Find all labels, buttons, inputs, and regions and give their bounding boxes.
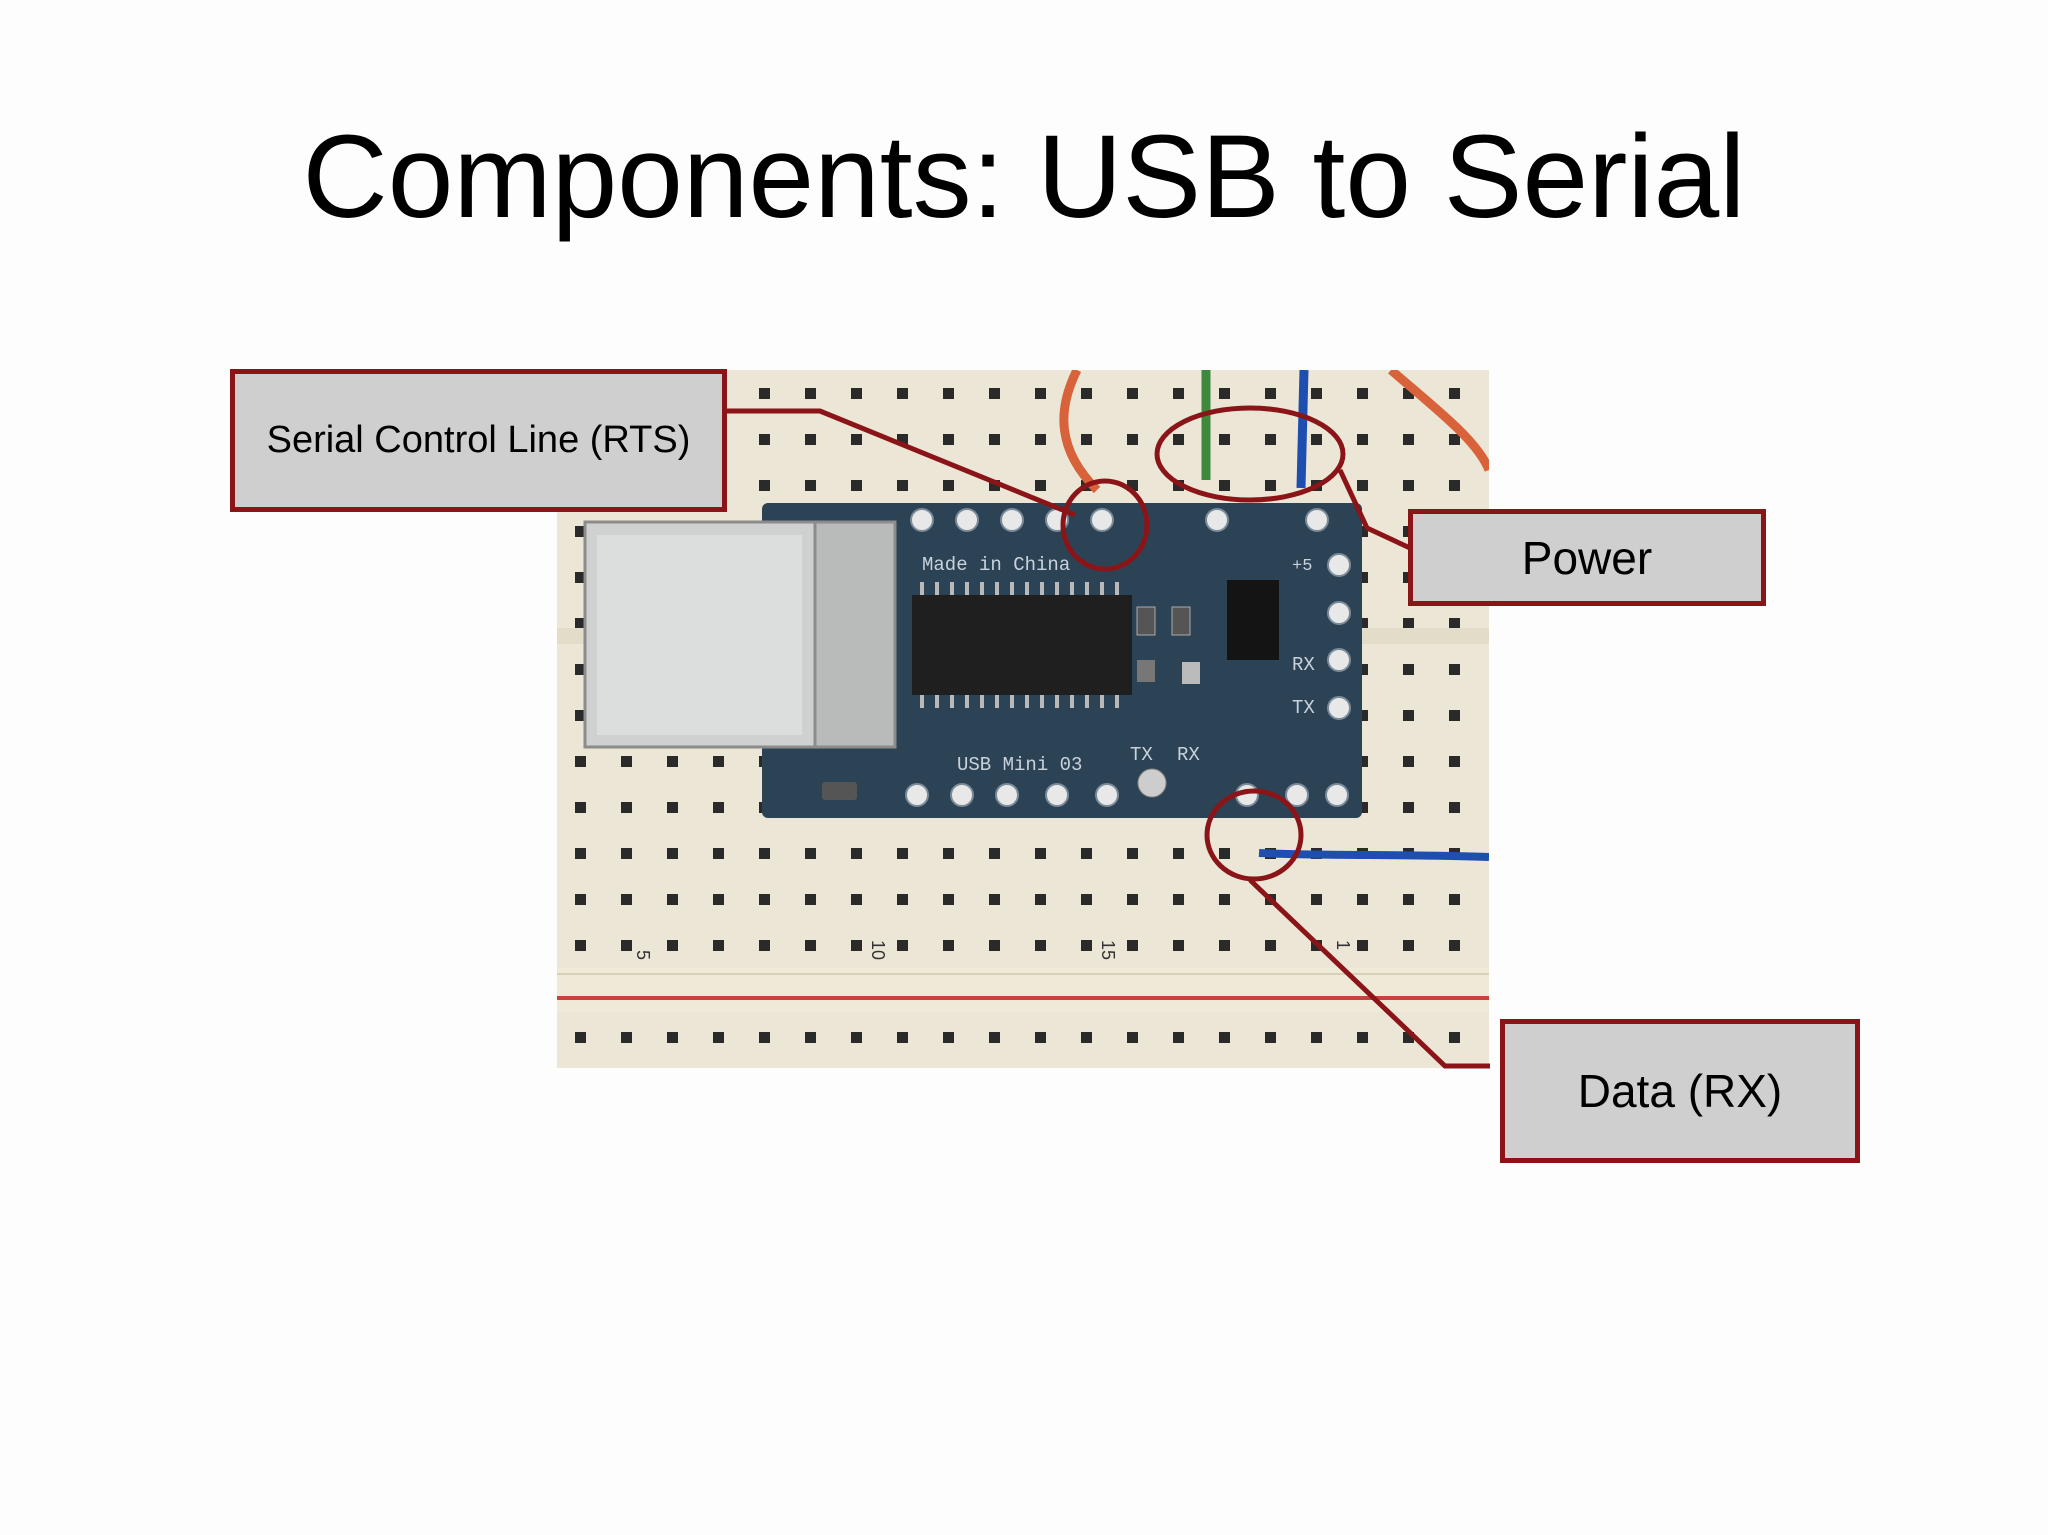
silkscreen-text: USB Mini 03 <box>957 754 1082 776</box>
silkscreen-text: +5 <box>1292 557 1312 576</box>
silkscreen-text: RX <box>1177 744 1200 766</box>
callout-rts: Serial Control Line (RTS) <box>230 369 727 512</box>
callout-rx: Data (RX) <box>1500 1019 1860 1163</box>
silkscreen-text: Made in China <box>922 554 1070 576</box>
slide-title: Components: USB to Serial <box>302 111 1746 243</box>
orange-wire <box>1388 370 1489 472</box>
callout-power: Power <box>1408 509 1766 606</box>
silkscreen-text: TX <box>1130 744 1153 766</box>
callout-power-label: Power <box>1521 531 1653 584</box>
breadboard-number: 1 <box>1333 940 1353 950</box>
rx-leader-line <box>1248 878 1490 1069</box>
breadboard-number: 15 <box>1098 940 1118 960</box>
ft232-chip <box>912 595 1132 695</box>
silkscreen-text: TX <box>1292 697 1315 719</box>
power-highlight-circle <box>1154 405 1346 503</box>
rx-highlight-circle <box>1204 788 1304 882</box>
rts-leader-line <box>727 408 1076 518</box>
breadboard-number: 10 <box>868 940 888 960</box>
board-photo: 5 10 15 1 Made in <box>557 370 1489 1068</box>
jumper <box>1227 580 1279 660</box>
silkscreen-text: RX <box>1292 654 1315 676</box>
rts-highlight-circle <box>1060 478 1150 572</box>
callout-rx-label: Data (RX) <box>1577 1065 1783 1117</box>
orange-wire <box>1059 370 1101 494</box>
breadboard-number: 5 <box>633 950 653 960</box>
blue-wire <box>1258 849 1489 861</box>
callout-rts-label: Serial Control Line (RTS) <box>266 419 691 461</box>
blue-wire <box>1296 370 1309 489</box>
power-leader-line <box>1337 468 1412 551</box>
